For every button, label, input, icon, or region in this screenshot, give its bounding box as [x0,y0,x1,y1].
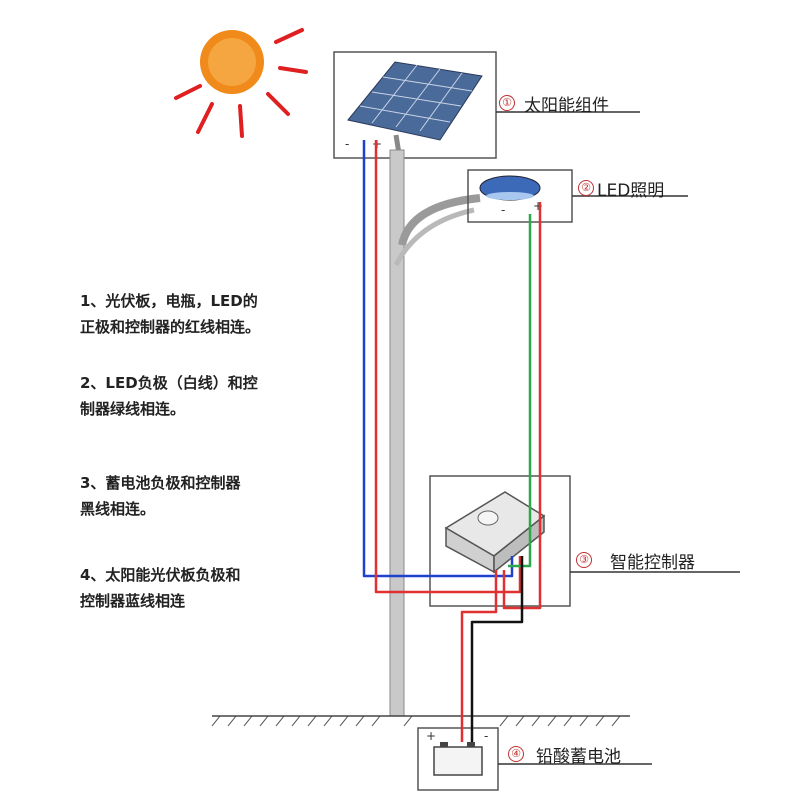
label-number-controller: ③ [576,552,592,568]
solar-panel-icon [347,61,483,161]
label-lead-acid-battery: 铅酸蓄电池 [536,747,621,767]
panel-minus-mark: - [345,137,349,151]
note-3: 3、蓄电池负极和控制器 黑线相连。 [80,470,340,522]
label-smart-controller: 智能控制器 [610,553,695,573]
panel-positive-wire [374,140,522,594]
battery-positive-wire [460,570,498,742]
led-negative-wire [508,214,532,568]
label-solar-module: 太阳能组件 [524,96,609,116]
ground-line [211,715,630,727]
battery-icon [433,742,483,776]
battery-negative-wire [470,556,524,742]
controller-frame [429,475,571,607]
solar-panel-frame [333,51,497,159]
label-number-led: ② [578,180,594,196]
led-plus-mark: + [533,199,543,213]
lamp-pole [389,149,481,717]
note-2-line-1: 2、LED负极（白线）和控 [80,374,258,392]
label-number-battery: ④ [508,746,524,762]
battery-frame [417,727,499,791]
note-4: 4、太阳能光伏板负极和 控制器蓝线相连 [80,562,340,614]
controller-icon [444,491,546,574]
label-number-panel: ① [499,95,515,111]
led-minus-mark: - [501,203,505,217]
note-4-line-2: 控制器蓝线相连 [80,592,186,610]
note-3-line-2: 黑线相连。 [80,500,156,518]
note-2-line-2: 制器绿线相连。 [80,400,186,418]
note-2: 2、LED负极（白线）和控 制器绿线相连。 [80,370,340,422]
label-led-lighting: LED照明 [597,181,665,201]
battery-minus-mark: - [484,729,488,743]
sun-icon [174,28,308,138]
note-3-line-1: 3、蓄电池负极和控制器 [80,474,241,492]
note-1-line-2: 正极和控制器的红线相连。 [80,318,261,336]
battery-plus-mark: + [426,729,436,743]
note-1-line-1: 1、光伏板，电瓶，LED的 [80,292,258,310]
note-1: 1、光伏板，电瓶，LED的 正极和控制器的红线相连。 [80,288,340,340]
led-lamp-icon [479,175,541,201]
note-4-line-1: 4、太阳能光伏板负极和 [80,566,241,584]
